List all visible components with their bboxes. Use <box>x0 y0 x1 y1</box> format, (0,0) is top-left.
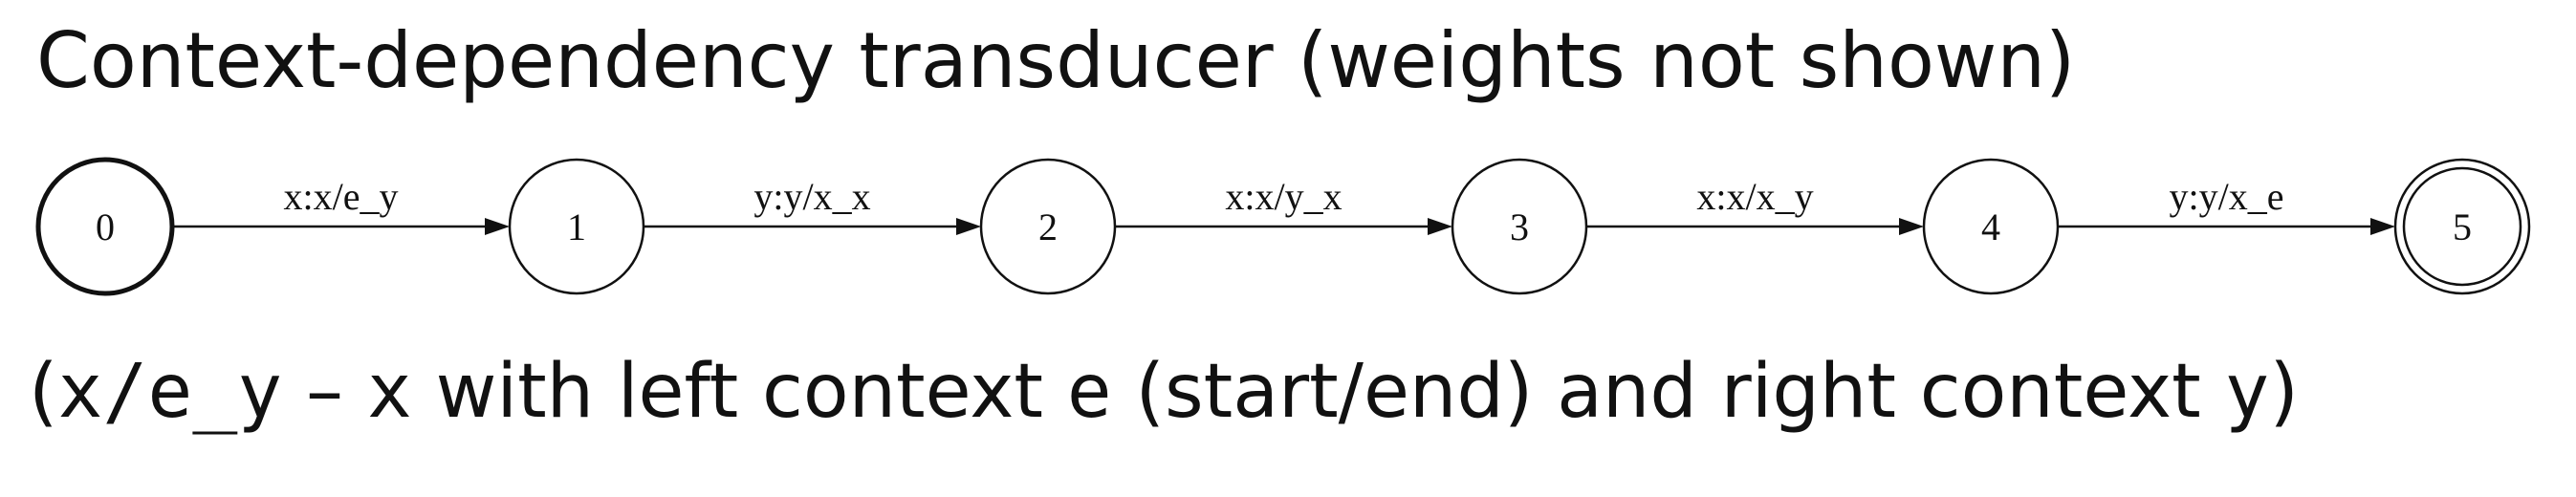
caption-code-label: x/e_y <box>57 349 283 435</box>
arc-label-1-2: y:y/x_x <box>753 175 870 218</box>
state-circle-3 <box>1451 158 1588 295</box>
state-circle-0 <box>35 157 175 296</box>
arc-arrowhead-1-2 <box>956 218 981 235</box>
state-0: 0 <box>35 157 175 296</box>
state-label-2: 2 <box>1038 205 1058 248</box>
caption-dash: – <box>282 349 367 435</box>
caption-text-startend: (start/end) and right context <box>1111 349 2225 435</box>
state-label-1: 1 <box>567 205 586 248</box>
state-final-ring-5 <box>2402 166 2522 287</box>
arc-label-3-4: x:x/x_y <box>1696 175 1813 218</box>
state-circle-4 <box>1922 158 2060 295</box>
arc-arrowhead-0-1 <box>485 218 510 235</box>
state-circle-1 <box>508 158 645 295</box>
caption-paren-open: ( <box>29 349 58 435</box>
arc-label-2-3: x:x/y_x <box>1225 175 1342 218</box>
state-3: 3 <box>1451 158 1588 295</box>
state-label-0: 0 <box>96 205 115 248</box>
arc-arrowhead-4-5 <box>2370 218 2395 235</box>
state-1: 1 <box>508 158 645 295</box>
caption-paren-close: ) <box>2269 349 2299 435</box>
caption-symbol-x: x <box>366 349 412 435</box>
state-circle-2 <box>979 158 1117 295</box>
arcs-layer: x:x/e_y y:y/x_x x:x/y_x x:x/x_y y:y/x_e <box>172 175 2395 235</box>
state-label-3: 3 <box>1510 205 1529 248</box>
state-label-4: 4 <box>1981 205 2000 248</box>
diagram-title: Context-dependency transducer (weights n… <box>36 16 2076 105</box>
arc-label-4-5: y:y/x_e <box>2170 175 2284 218</box>
caption-symbol-e: e <box>1066 349 1112 435</box>
states-layer: 0 1 2 3 4 5 <box>35 157 2531 296</box>
caption-symbol-y: y <box>2224 349 2270 435</box>
state-5: 5 <box>2393 158 2531 295</box>
state-4: 4 <box>1922 158 2060 295</box>
caption-text-left: with left context <box>411 349 1067 435</box>
arc-arrowhead-2-3 <box>1428 218 1452 235</box>
state-label-5: 5 <box>2453 205 2472 248</box>
arc-label-0-1: x:x/e_y <box>284 175 399 218</box>
arc-arrowhead-3-4 <box>1899 218 1924 235</box>
state-2: 2 <box>979 158 1117 295</box>
diagram-caption: (x/e_y – x with left context e (start/en… <box>29 349 2299 435</box>
